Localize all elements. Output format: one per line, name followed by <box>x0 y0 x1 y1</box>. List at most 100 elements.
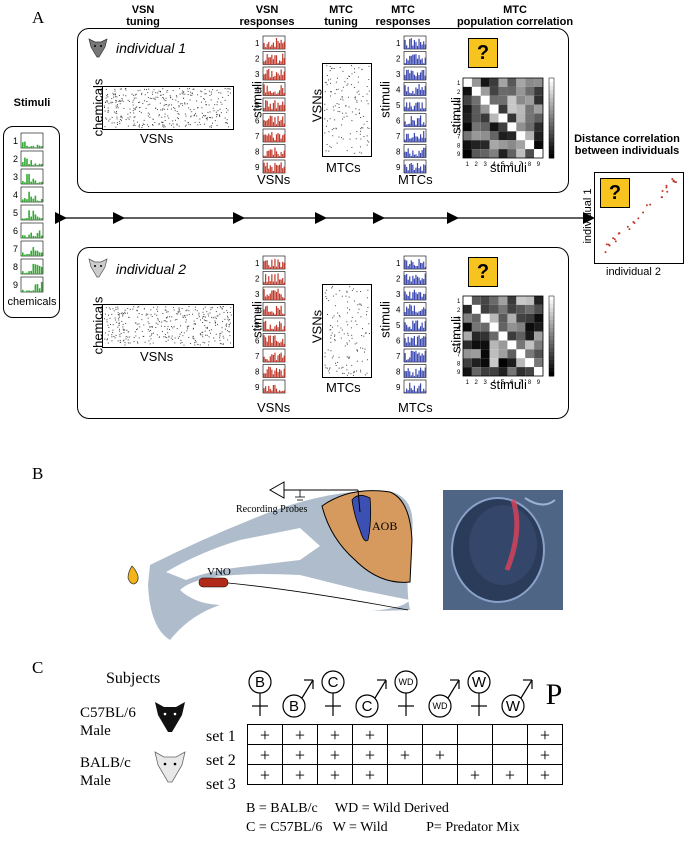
mtc-response-bar <box>406 306 408 316</box>
vsn-tuning-dot <box>162 125 164 127</box>
corr-ytick: 3 <box>457 99 461 105</box>
mtc-response-bar <box>424 367 426 378</box>
vsn-tuning-dot <box>151 325 153 327</box>
vsn-response-bar <box>274 117 276 127</box>
vsn-tuning-dot <box>186 330 188 332</box>
mtc-tuning-dot <box>363 123 365 125</box>
corr-matrix-2-cell <box>498 340 508 350</box>
corr-matrix-2-cell <box>534 313 543 323</box>
vsn-tuning-dot <box>113 310 115 312</box>
mtc-tuning-dot <box>334 340 336 342</box>
vsn-tuning-dot <box>149 343 151 345</box>
vsn-tuning-dot <box>224 88 226 90</box>
vsn-tuning-dot <box>152 124 154 126</box>
vsn-tuning-dot <box>194 114 196 116</box>
set-cell: + <box>317 744 353 765</box>
vsn-tuning-dot <box>203 308 205 310</box>
set-cell <box>492 724 528 745</box>
vsn-response-bar <box>277 132 279 142</box>
vsn-tuning-matrix-2 <box>102 304 234 348</box>
vsn-tuning-dot <box>116 112 118 114</box>
mtc-response-bar <box>406 359 408 362</box>
vsn-tuning-dot <box>116 118 118 120</box>
corr-matrix-2-colorbar <box>549 372 554 377</box>
corr-matrix-1-cell <box>498 149 508 158</box>
stimuli-bar <box>36 232 39 238</box>
corr-matrix-2-cell <box>489 340 499 350</box>
vsn-tuning-dot <box>150 326 152 328</box>
mtc-response-bar <box>404 121 406 127</box>
mtc-tuning-dot <box>342 112 344 114</box>
corr-ytick: 9 <box>457 370 461 376</box>
vsn-tuning-dot <box>174 108 176 110</box>
vsn-response-bar <box>265 306 267 316</box>
vsn-tuning-dot <box>181 341 183 343</box>
vsn-tuning-dot <box>179 311 181 313</box>
vsn-tuning-dot <box>214 322 216 324</box>
vsn-tuning-dot <box>149 113 151 115</box>
vsn-response-bar <box>265 166 267 173</box>
vsn-response-bar <box>280 61 282 65</box>
vsn-tuning-dot <box>202 341 204 343</box>
vsn-tuning-dot <box>180 325 182 327</box>
corr-matrix-1-cell <box>463 122 472 132</box>
vsn-response-bar <box>263 388 265 393</box>
vsn-tuning-dot <box>213 110 215 112</box>
mtc-tuning-dot <box>342 70 344 72</box>
mtc-response-bar <box>416 353 419 362</box>
mtc-response-bar <box>424 57 426 65</box>
mtc-response-bar <box>409 342 411 347</box>
sets-table: +++++++++++++++++++ <box>247 724 563 785</box>
vsn-tuning-dot <box>221 103 223 105</box>
corr-matrix-1-cell <box>480 122 490 132</box>
mtc-response-bar <box>407 60 409 65</box>
vsn-tuning-dot <box>140 112 142 114</box>
stimuli-bar <box>36 216 39 220</box>
vsn-tuning-dot <box>152 93 154 95</box>
stimuli-bar <box>30 196 32 202</box>
mtc-resp-stimuli-label-1: stimuli <box>377 81 393 118</box>
vsn-tuning-dot <box>178 113 180 115</box>
stimuli-bar <box>24 235 26 238</box>
mtc-response-bar <box>416 72 419 80</box>
vsn-tuning-dot <box>169 316 171 318</box>
vsn-tuning-dot <box>170 337 172 339</box>
vsn-response-bar <box>272 59 274 65</box>
vsn-tuning-dot <box>147 92 149 94</box>
vsn-tuning-dot <box>118 314 120 316</box>
vsn-tuning-dot <box>221 308 223 310</box>
mtc-tuning-dot <box>326 367 328 369</box>
mtc-tuning-dot <box>345 112 347 114</box>
vsn-tuning-dot <box>123 332 125 334</box>
vsn-tuning-dot <box>134 109 136 111</box>
vsn-tuning-dot <box>200 334 202 336</box>
timeline-arrowhead <box>447 212 459 224</box>
vsn-response-bar <box>272 76 274 80</box>
mtc-response-bar <box>418 277 420 285</box>
mtc-tuning-dot <box>330 147 332 149</box>
stimuli-bar <box>32 210 35 220</box>
vsn-tuning-dot <box>221 327 223 329</box>
vsn-tuning-dot <box>175 99 177 101</box>
set-cell <box>422 724 458 745</box>
panel-b-letter: B <box>32 464 44 483</box>
vsn-response-bar <box>265 47 267 49</box>
corr-matrix-2-cell <box>463 296 472 305</box>
mtc-response-bar <box>421 44 423 49</box>
vsn-tuning-dot <box>156 314 158 316</box>
mtc-response-bar <box>404 151 406 158</box>
mtc-response-bar <box>415 292 417 300</box>
vsn-response-bar <box>277 327 279 331</box>
vsn-tuning-dot <box>177 101 179 103</box>
response-number: 7 <box>396 132 401 141</box>
vsn-response-bar <box>268 329 270 331</box>
corr-matrix-2-colorbar <box>549 308 554 313</box>
stimuli-bar <box>34 214 37 220</box>
corr-stimuli-ylabel-1: stimuli <box>448 97 464 134</box>
response-number: 5 <box>396 321 401 330</box>
vsn-tuning-dot <box>209 322 211 324</box>
stimuli-bar <box>24 273 26 274</box>
mtc-response-bar <box>418 102 420 111</box>
vsn-tuning-dot <box>125 89 127 91</box>
corr-matrix-2-cell <box>489 313 499 323</box>
